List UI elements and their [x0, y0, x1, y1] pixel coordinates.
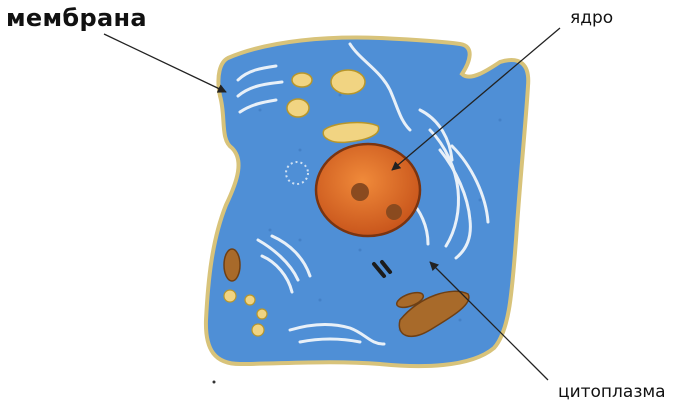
nucleolus	[351, 183, 369, 201]
nucleolus	[386, 204, 402, 220]
pointer-membrane	[104, 34, 226, 92]
nucleus	[316, 144, 420, 236]
stray-dot	[213, 381, 216, 384]
